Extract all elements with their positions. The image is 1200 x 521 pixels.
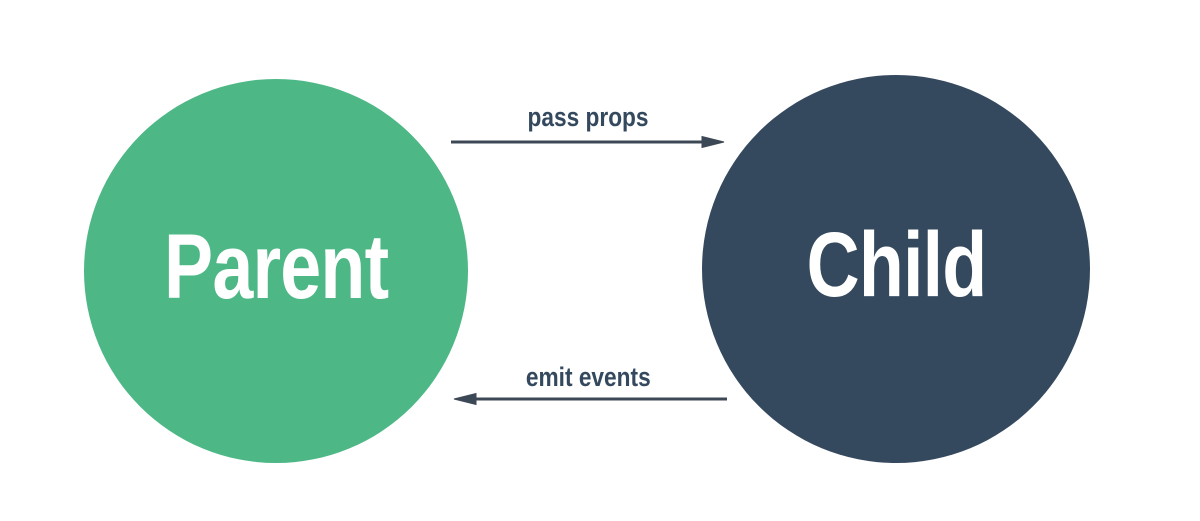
edge-label-pass-props: pass props (450, 102, 727, 132)
child-node-label: Child (806, 214, 987, 316)
node-parent: Parent (84, 79, 468, 463)
node-child: Child (702, 75, 1090, 463)
edge-label-emit-events: emit events (450, 362, 727, 392)
parent-node-label: Parent (163, 216, 389, 318)
pass-props-text: pass props (527, 102, 649, 132)
arrow-right-icon (451, 135, 725, 149)
emit-events-text: emit events (526, 362, 651, 392)
arrow-left-icon (453, 392, 727, 406)
